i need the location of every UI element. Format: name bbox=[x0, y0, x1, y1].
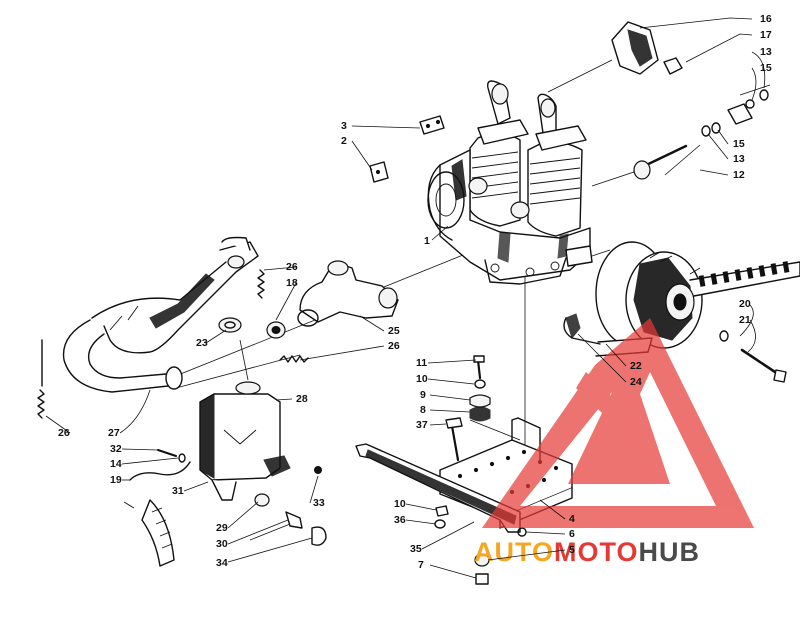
engine-bracket-3 bbox=[419, 115, 445, 135]
head-bracket bbox=[611, 21, 683, 75]
callout-26-left: 26 bbox=[58, 427, 70, 439]
mount-hardware-stack bbox=[434, 355, 527, 585]
support-rail bbox=[355, 443, 521, 533]
callout-29: 29 bbox=[216, 522, 228, 534]
muffler-hardware bbox=[123, 449, 327, 546]
watermark-wordmark: AUTOMOTOHUB bbox=[474, 537, 700, 567]
engine-assembly bbox=[427, 80, 593, 285]
callout-8: 8 bbox=[420, 404, 426, 416]
callout-leaders bbox=[45, 17, 766, 579]
callout-33: 33 bbox=[313, 497, 325, 509]
callout-17: 17 bbox=[760, 29, 772, 41]
exhaust-manifold bbox=[297, 260, 399, 327]
clutch-bolt bbox=[719, 330, 787, 383]
watermark-word-moto: MOTO bbox=[554, 537, 639, 567]
exhaust-spring-top bbox=[257, 269, 265, 299]
watermark-word-auto: AUTO bbox=[474, 537, 554, 567]
callout-4: 4 bbox=[569, 513, 575, 525]
muffler bbox=[199, 381, 291, 501]
callout-12: 12 bbox=[733, 169, 745, 181]
watermark-logo bbox=[482, 318, 754, 528]
callout-36: 36 bbox=[394, 514, 406, 526]
callout-24: 24 bbox=[630, 376, 642, 388]
callout-1: 1 bbox=[424, 235, 430, 247]
callout-30: 30 bbox=[216, 538, 228, 550]
callout-15-top: 15 bbox=[760, 62, 772, 74]
callout-18: 18 bbox=[286, 277, 298, 289]
callout-21: 21 bbox=[739, 314, 751, 326]
callout-10-upper: 10 bbox=[416, 373, 428, 385]
callout-28: 28 bbox=[296, 393, 308, 405]
callout-34: 34 bbox=[216, 557, 228, 569]
exhaust-gasket bbox=[218, 317, 242, 333]
callout-16: 16 bbox=[760, 13, 772, 25]
callout-6: 6 bbox=[569, 528, 575, 540]
callout-11: 11 bbox=[416, 357, 427, 369]
svg-text:AUTOMOTOHUB: AUTOMOTOHUB bbox=[474, 537, 700, 567]
exhaust-pipe bbox=[62, 236, 259, 393]
callout-20: 20 bbox=[739, 298, 751, 310]
callout-14: 14 bbox=[110, 458, 122, 470]
callout-31: 31 bbox=[172, 485, 184, 497]
callout-3: 3 bbox=[341, 120, 347, 132]
muffler-bracket bbox=[141, 499, 175, 567]
callout-22: 22 bbox=[630, 360, 642, 372]
callout-32: 32 bbox=[110, 443, 122, 455]
callout-15: 15 bbox=[733, 138, 745, 150]
engine-bracket-2 bbox=[369, 161, 389, 183]
callout-23: 23 bbox=[196, 337, 208, 349]
callout-2: 2 bbox=[341, 135, 347, 147]
callout-10-lower: 10 bbox=[394, 498, 406, 510]
callout-35: 35 bbox=[410, 543, 422, 555]
callout-13-top: 13 bbox=[760, 46, 772, 58]
callout-labels: 1 2 3 16 17 13 15 15 13 12 26 18 25 26 2… bbox=[58, 13, 772, 571]
callout-26-middle: 26 bbox=[388, 340, 400, 352]
callout-5: 5 bbox=[569, 544, 575, 556]
manifold-gasket bbox=[266, 321, 286, 339]
engine-mount-hardware bbox=[633, 89, 769, 180]
callout-7: 7 bbox=[418, 559, 424, 571]
callout-25: 25 bbox=[388, 325, 400, 337]
exhaust-spring-middle bbox=[279, 355, 309, 363]
callout-9: 9 bbox=[420, 389, 426, 401]
callout-13: 13 bbox=[733, 153, 745, 165]
exhaust-spring-left bbox=[37, 339, 45, 419]
callout-37: 37 bbox=[416, 419, 428, 431]
callout-19: 19 bbox=[110, 474, 122, 486]
callout-27: 27 bbox=[108, 427, 120, 439]
watermark-word-hub: HUB bbox=[639, 537, 701, 567]
